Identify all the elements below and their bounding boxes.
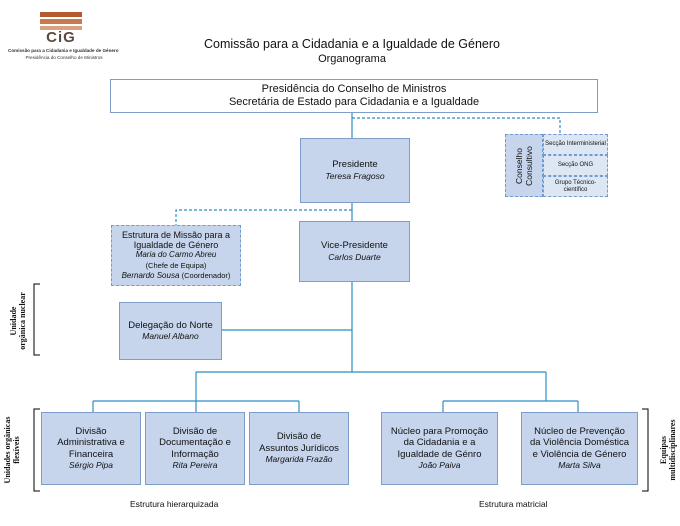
north-delegation-box: Delegação do Norte Manuel Albano: [119, 302, 222, 360]
side-label-nuclear: Unidade orgânica nuclear: [9, 292, 27, 350]
division-admin-box: Divisão Administrativa e Financeira Sérg…: [41, 412, 141, 485]
ministry-line1: Presidência do Conselho de Ministros: [261, 83, 447, 95]
page-title: Comissão para a Cidadania e a Igualdade …: [203, 37, 501, 51]
north-delegation-name: Manuel Albano: [142, 331, 199, 341]
footer-matrix: Estrutura matricial: [479, 499, 548, 509]
logo-org-line1: Comissão para a Cidadania e Igualdade de…: [8, 48, 119, 53]
council-label: Conselho Consultivo: [514, 145, 534, 186]
council-section-interministerial: Secção Interministerial: [543, 134, 608, 155]
logo-bar-3: [40, 26, 82, 30]
division-legal-box: Divisão de Assuntos Jurídicos Margarida …: [249, 412, 349, 485]
logo-wordmark: CiG: [46, 29, 76, 46]
ministry-line2: Secretária de Estado para Cidadania e a …: [228, 96, 480, 108]
logo: CiG Comissão para a Cidadania e Igualdad…: [8, 12, 120, 64]
vice-president-name: Carlos Duarte: [328, 251, 381, 262]
mission-line-2: Bernardo Sousa (Coordenador): [122, 271, 231, 281]
nucleus-citizenship-title: Núcleo para Promoção da Cidadania e a Ig…: [390, 425, 489, 460]
council-box: Conselho Consultivo: [505, 134, 543, 197]
council-section-technical-group: Grupo Técnico-científico: [543, 176, 608, 197]
mission-box: Estrutura de Missão para a Igualdade de …: [111, 225, 241, 286]
footer-hierarchical: Estrutura hierarquizada: [130, 499, 219, 509]
logo-bar-1: [40, 12, 82, 17]
vice-president-box: Vice-Presidente Carlos Duarte: [299, 221, 410, 282]
side-label-teams: Equipas multidisciplinares: [659, 419, 677, 481]
division-admin-title: Divisão Administrativa e Financeira: [57, 425, 125, 460]
president-title: Presidente: [332, 159, 378, 170]
president-name: Teresa Fragoso: [325, 170, 385, 181]
division-legal-name: Margarida Frazão: [265, 454, 333, 465]
mission-title: Estrutura de Missão para a Igualdade de …: [121, 229, 231, 250]
mission-role-1: (Chefe de Equipa): [145, 260, 207, 270]
north-delegation-title: Delegação do Norte: [128, 319, 213, 331]
mission-role-2: (Coordenador): [181, 271, 231, 281]
page-subtitle: Organograma: [318, 53, 386, 65]
nucleus-violence-name: Marta Silva: [558, 460, 601, 470]
nucleus-citizenship-name: João Paiva: [418, 460, 461, 470]
council-section-ong: Secção ONG: [543, 155, 608, 176]
vice-president-title: Vice-Presidente: [321, 240, 388, 251]
division-admin-name: Sérgio Pipa: [69, 460, 113, 470]
nucleus-violence-title: Núcleo de Prevenção da Violência Domésti…: [529, 425, 630, 460]
nucleus-citizenship-box: Núcleo para Promoção da Cidadania e a Ig…: [381, 412, 498, 485]
nucleus-violence-box: Núcleo de Prevenção da Violência Domésti…: [521, 412, 638, 485]
mission-name-2: Bernardo Sousa: [121, 271, 180, 281]
division-legal-title: Divisão de Assuntos Jurídicos: [259, 431, 339, 454]
mission-name-1: Maria do Carmo Abreu: [135, 249, 217, 259]
division-documentation-title: Divisão de Documentação e Informação: [159, 425, 231, 460]
logo-bar-2: [40, 19, 82, 24]
president-box: Presidente Teresa Fragoso: [300, 138, 410, 203]
division-documentation-box: Divisão de Documentação e Informação Rit…: [145, 412, 245, 485]
side-label-flexible: Unidades orgânicas flexíveis: [3, 416, 21, 484]
ministry-box: Presidência do Conselho de Ministros Sec…: [110, 79, 598, 113]
division-documentation-name: Rita Pereira: [172, 460, 218, 470]
logo-org-line2: Presidência do Conselho de Ministros: [25, 55, 103, 60]
